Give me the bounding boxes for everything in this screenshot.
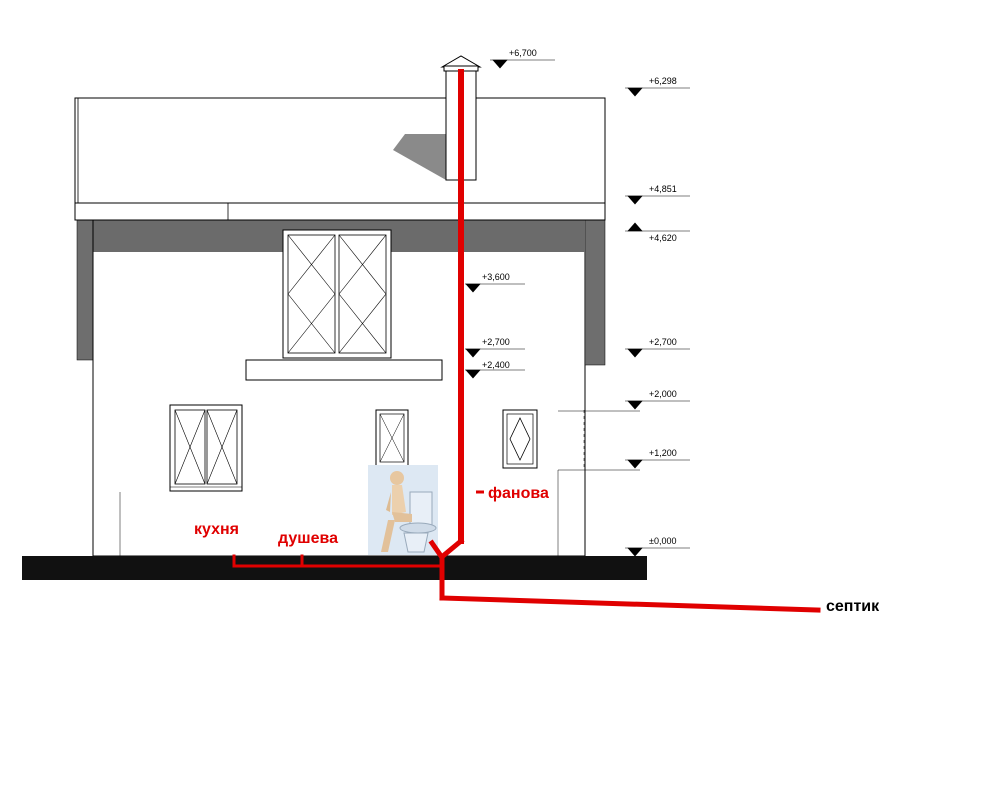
toilet-figure bbox=[368, 465, 438, 555]
septic-line bbox=[439, 595, 821, 613]
level-markers bbox=[465, 59, 690, 557]
left-dark-wall bbox=[76, 219, 94, 361]
lower-left-window bbox=[169, 404, 243, 492]
level-label-1200: +1,200 bbox=[649, 448, 677, 458]
fascia bbox=[74, 202, 606, 221]
level-label-2000: +2,000 bbox=[649, 389, 677, 399]
small-window bbox=[375, 409, 409, 467]
roof bbox=[74, 97, 606, 204]
septic-label: септик bbox=[826, 598, 880, 615]
level-label-2700-right: +2,700 bbox=[649, 337, 677, 347]
right-dark-wall bbox=[584, 219, 606, 366]
sewage-pipes bbox=[232, 69, 821, 613]
level-label-eave-bottom: +4,620 bbox=[649, 233, 677, 243]
shower-label: душева bbox=[278, 530, 338, 547]
level-label-2400: +2,400 bbox=[482, 360, 510, 370]
upper-window bbox=[282, 229, 392, 359]
level-label-2700-pipe: +2,700 bbox=[482, 337, 510, 347]
level-label-3600: +3,600 bbox=[482, 272, 510, 282]
level-label-top-pipe: +6,700 bbox=[509, 48, 537, 58]
toilet-label: фанова bbox=[488, 485, 549, 502]
level-label-ridge: +6,298 bbox=[649, 76, 677, 86]
chimney-shadow bbox=[393, 134, 446, 180]
diamond-window bbox=[502, 409, 538, 469]
chimney-cap bbox=[440, 55, 482, 68]
level-label-ground: ±0,000 bbox=[649, 536, 676, 546]
kitchen-label: кухня bbox=[194, 521, 239, 538]
stack-junction bbox=[439, 537, 465, 560]
ground-slab bbox=[22, 556, 647, 580]
level-label-eave-top: +4,851 bbox=[649, 184, 677, 194]
balcony-slab bbox=[245, 359, 443, 381]
